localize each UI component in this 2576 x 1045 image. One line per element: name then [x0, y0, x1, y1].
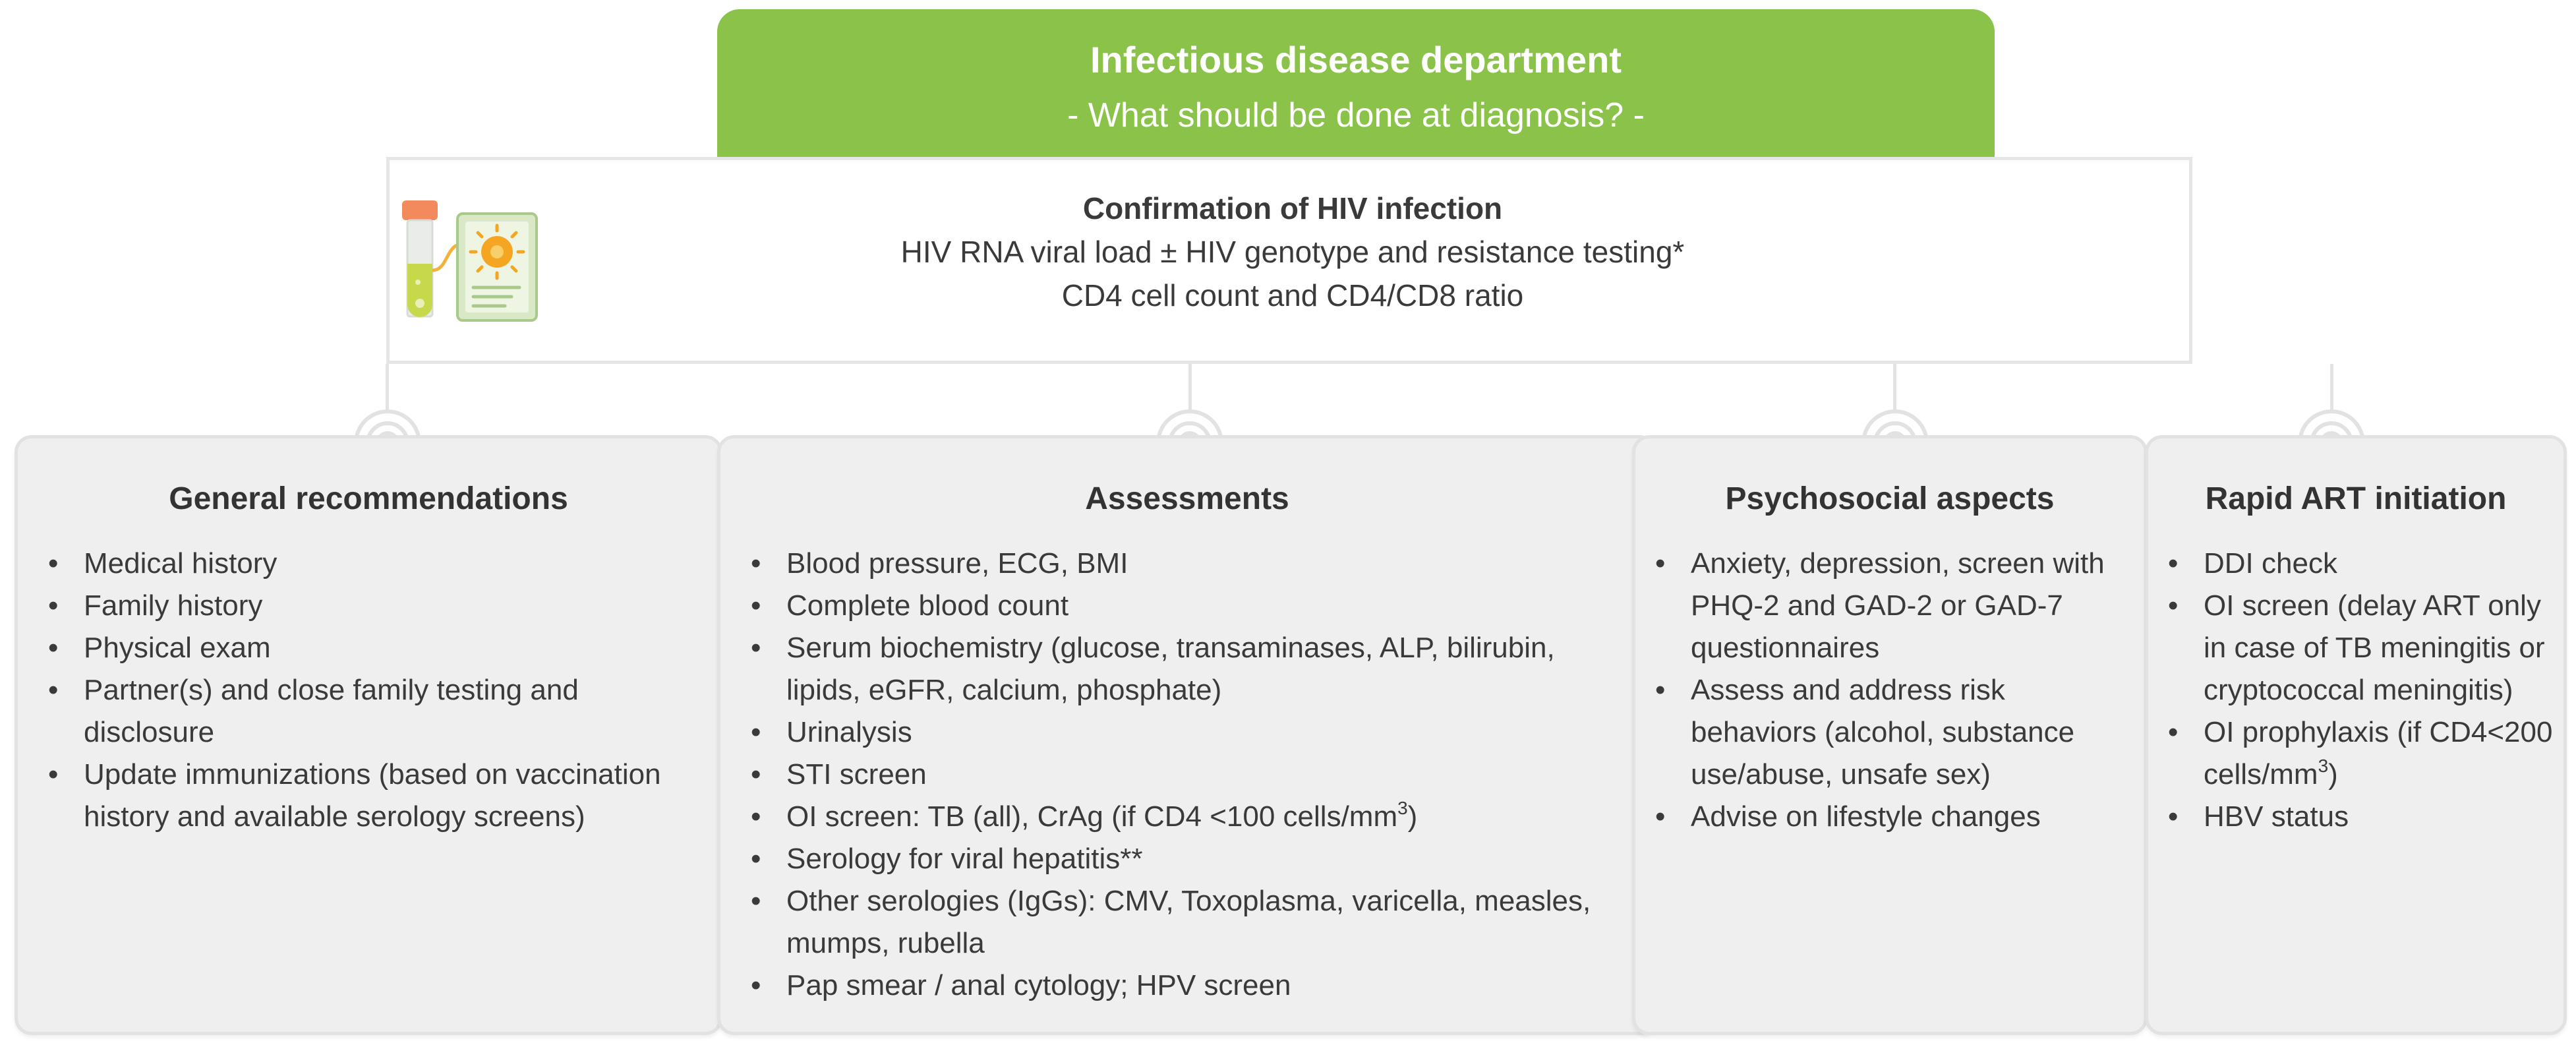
list-item: Blood pressure, ECG, BMI — [747, 543, 1637, 585]
test-tube-and-lab-report-icon — [402, 200, 538, 322]
card-general-recommendations: General recommendations Medical history … — [15, 435, 722, 1035]
list-item: OI screen (delay ART only in case of TB … — [2164, 585, 2557, 711]
confirmation-title: Confirmation of HIV infection — [1082, 191, 1503, 225]
card-rapid-art-initiation: Rapid ART initiation DDI check OI screen… — [2145, 435, 2567, 1035]
card-title: Assessments — [1085, 481, 1289, 516]
list-item: STI screen — [747, 754, 1637, 796]
list-item: Advise on lifestyle changes — [1651, 796, 2132, 838]
list-item: Anxiety, depression, screen with PHQ-2 a… — [1651, 543, 2132, 669]
list-item: Medical history — [44, 543, 703, 585]
connector-line — [386, 364, 389, 438]
list-item-text: OI prophylaxis (if CD4<200 cells/mm — [2204, 716, 2553, 791]
connector-line — [1893, 364, 1896, 438]
card-title: Rapid ART initiation — [2205, 481, 2507, 516]
connector-line — [2330, 364, 2333, 438]
connector-line — [1188, 364, 1192, 438]
list-item-text-after: ) — [2328, 758, 2338, 791]
card-list: Anxiety, depression, screen with PHQ-2 a… — [1651, 543, 2132, 838]
header-title: Infectious disease department — [1090, 39, 1622, 80]
list-item: Update immunizations (based on vaccinati… — [44, 754, 703, 838]
confirmation-text: Confirmation of HIV infection HIV RNA vi… — [390, 187, 2196, 317]
list-item: Assess and address risk behaviors (alcoh… — [1651, 669, 2132, 796]
confirmation-line-2: CD4 cell count and CD4/CD8 ratio — [1061, 278, 1524, 313]
list-item-text-after: ) — [1407, 800, 1418, 833]
card-title: General recommendations — [169, 481, 568, 516]
list-item: Urinalysis — [747, 711, 1637, 754]
list-item: DDI check — [2164, 543, 2557, 585]
card-list: Medical history Family history Physical … — [44, 543, 703, 838]
list-item-text: OI screen: TB (all), CrAg (if CD4 <100 c… — [786, 800, 1398, 833]
card-title: Psychosocial aspects — [1725, 481, 2055, 516]
list-item: Other serologies (IgGs): CMV, Toxoplasma… — [747, 880, 1637, 965]
list-item: HBV status — [2164, 796, 2557, 838]
list-item: Serum biochemistry (glucose, transaminas… — [747, 627, 1637, 711]
superscript: 3 — [2318, 756, 2329, 776]
card-list: DDI check OI screen (delay ART only in c… — [2164, 543, 2557, 838]
list-item: Partner(s) and close family testing and … — [44, 669, 703, 754]
list-item: Family history — [44, 585, 703, 627]
list-item: Pap smear / anal cytology; HPV screen — [747, 965, 1637, 1007]
list-item: OI screen: TB (all), CrAg (if CD4 <100 c… — [747, 796, 1637, 838]
superscript: 3 — [1397, 798, 1408, 818]
list-item: OI prophylaxis (if CD4<200 cells/mm3) — [2164, 711, 2557, 796]
card-assessments: Assessments Blood pressure, ECG, BMI Com… — [717, 435, 1657, 1035]
card-list: Blood pressure, ECG, BMI Complete blood … — [747, 543, 1637, 1007]
header-banner: Infectious disease department - What sho… — [717, 9, 1995, 157]
confirmation-line-1: HIV RNA viral load ± HIV genotype and re… — [900, 235, 1685, 269]
list-item: Physical exam — [44, 627, 703, 669]
card-psychosocial-aspects: Psychosocial aspects Anxiety, depression… — [1632, 435, 2148, 1035]
confirmation-box: Confirmation of HIV infection HIV RNA vi… — [386, 157, 2192, 364]
list-item: Complete blood count — [747, 585, 1637, 627]
header-subtitle: - What should be done at diagnosis? - — [1067, 96, 1645, 134]
list-item: Serology for viral hepatitis** — [747, 838, 1637, 880]
